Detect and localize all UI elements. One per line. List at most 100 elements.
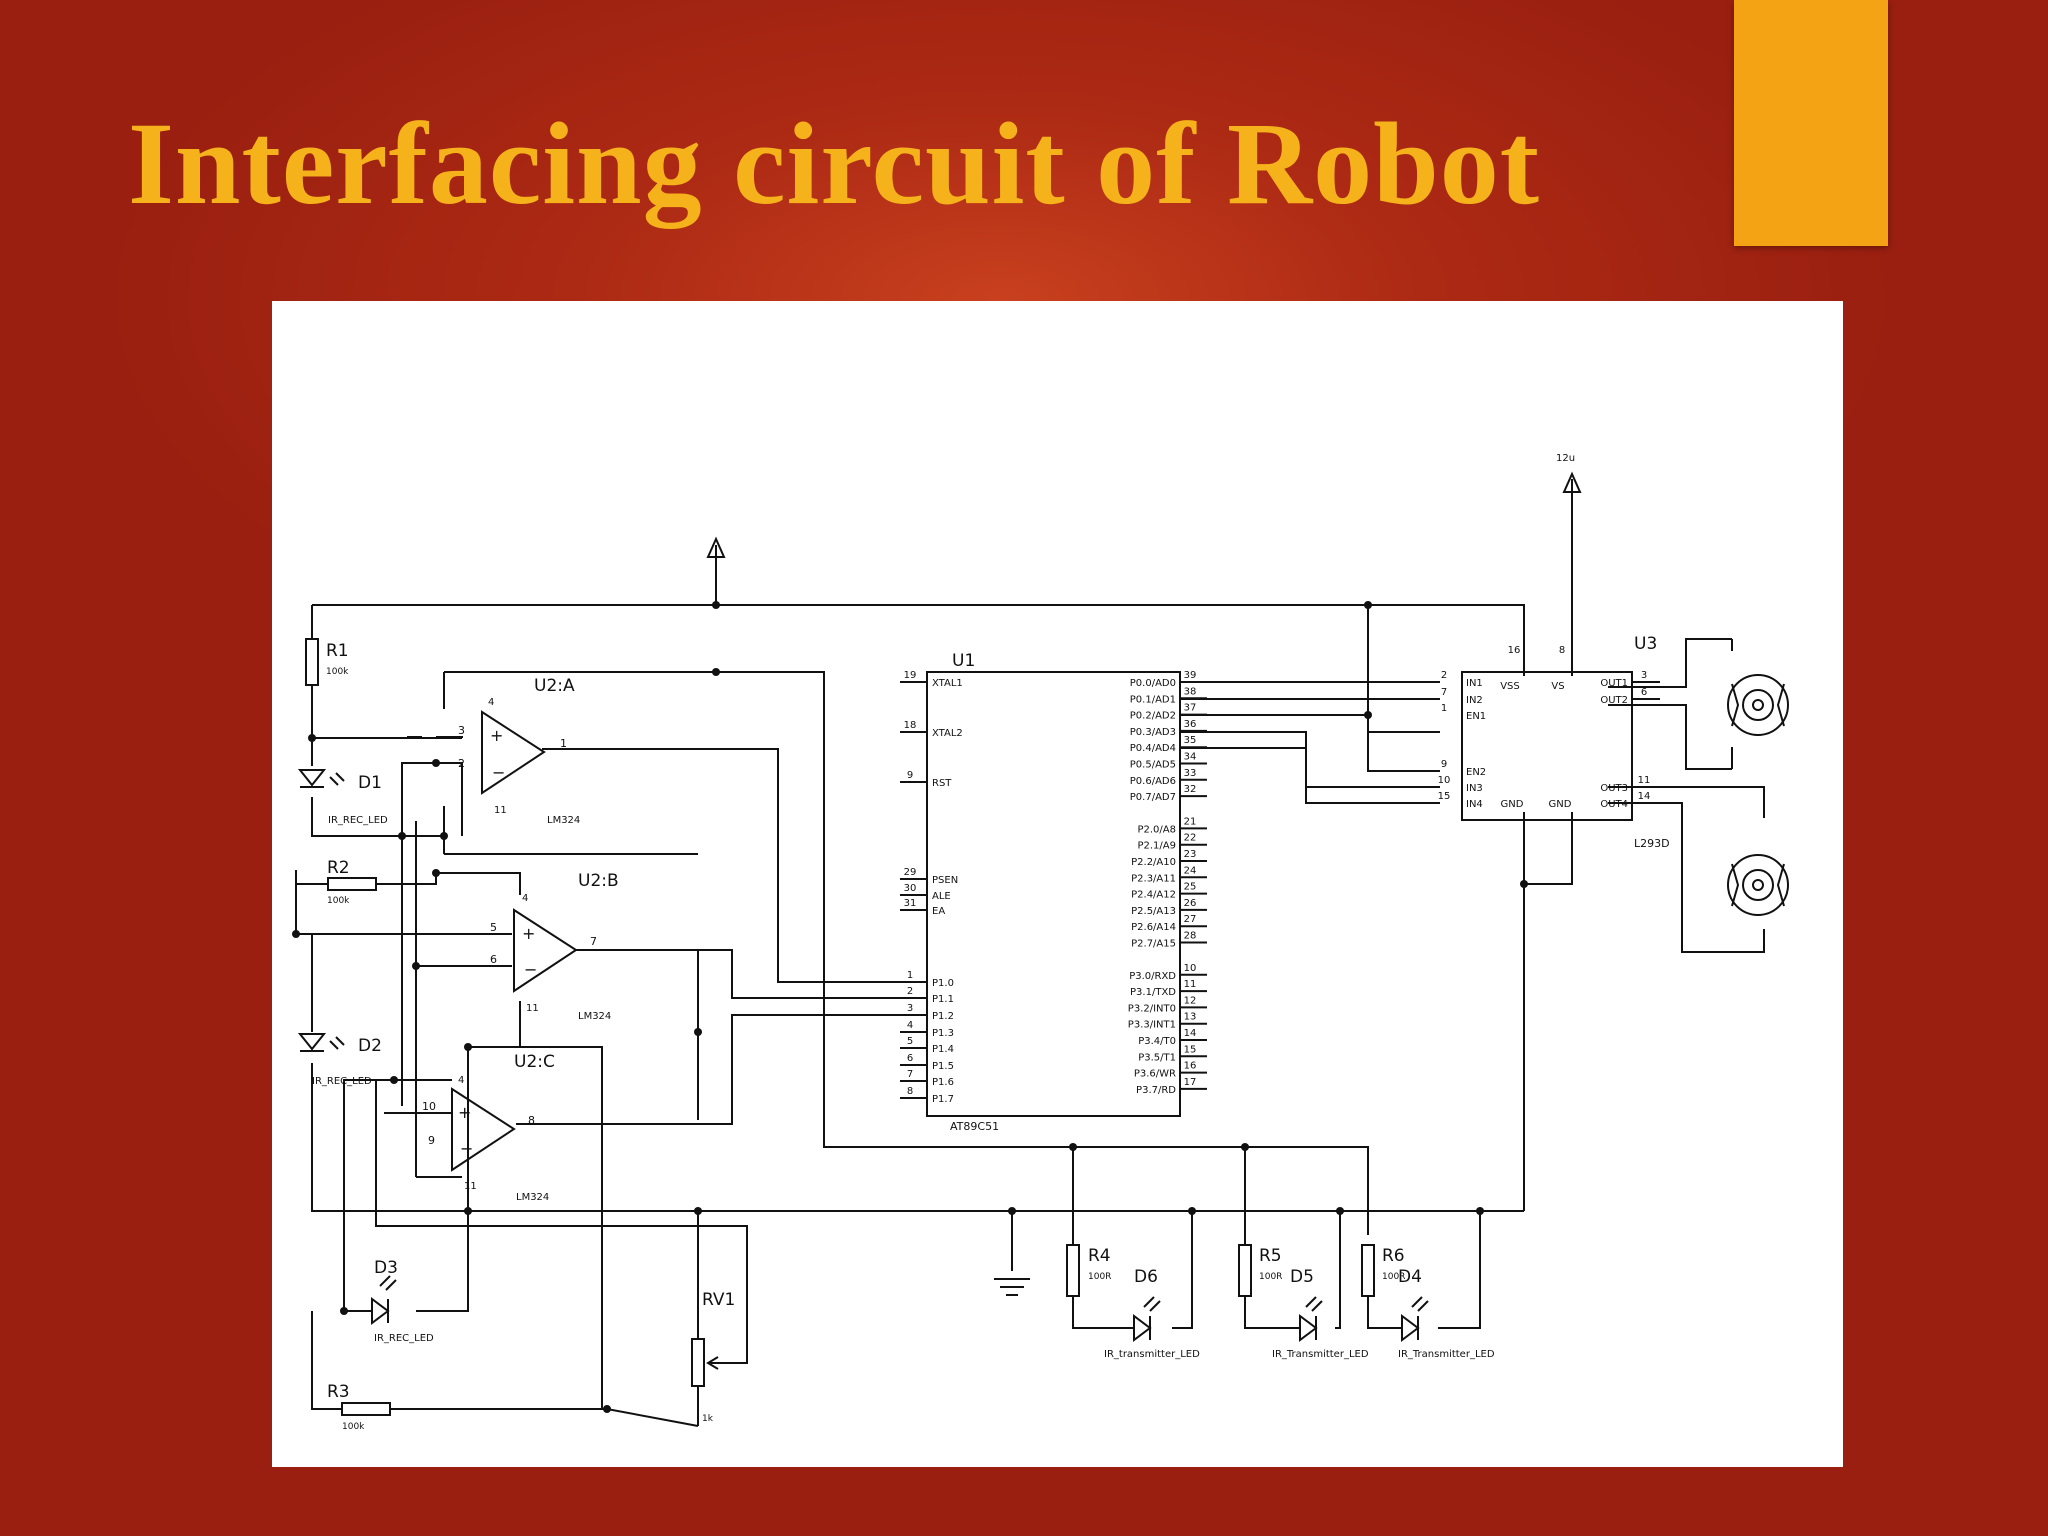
svg-text:D4: D4 [1398,1267,1422,1287]
svg-text:IR_REC_LED: IR_REC_LED [328,815,388,826]
resistor-r3: R3 100k [327,1382,391,1432]
u1-pin-number: 24 [1184,865,1197,876]
u1-pin-name: P1.7 [932,1094,954,1105]
svg-text:9: 9 [428,1134,435,1147]
supply-label: 12u [1556,453,1575,464]
u1-pin-name: P2.4/A12 [1131,890,1176,901]
u3-pin-number: 1 [1441,703,1447,714]
u1-pin-name: P3.7/RD [1136,1085,1176,1096]
u3-gnd-label: GND [1549,799,1572,810]
u3-pin-number: 2 [1441,670,1447,681]
u3-pin-name: OUT4 [1600,799,1628,810]
u1-pin-name: P2.2/A10 [1131,857,1176,868]
u1-pin-name: P0.2/AD2 [1130,711,1176,722]
u1-pin-number: 26 [1184,898,1197,909]
u1-pin-name: EA [932,906,945,917]
u3-pin-name: OUT3 [1600,783,1628,794]
svg-text:R1: R1 [326,641,349,661]
u1-pin-number: 21 [1184,816,1197,827]
accent-block [1734,0,1888,246]
u1-pin-name: P0.6/AD6 [1130,776,1176,787]
u3-pin-name: IN1 [1466,678,1483,689]
u3-pin-number: 3 [1641,670,1647,681]
opamp-u2b: U2:B LM324 5 6 7 4 11 +− [490,871,619,1022]
u1-pin-number: 14 [1184,1028,1197,1039]
u1-pin-name: P2.7/A15 [1131,939,1176,950]
u1-pin-number: 27 [1184,914,1197,925]
resistor-r6: R6 100R [1361,1244,1405,1297]
svg-text:R2: R2 [327,858,350,878]
u1-pin-name: P0.3/AD3 [1130,727,1176,738]
u1-pin-number: 23 [1184,849,1197,860]
motor-2 [1727,854,1789,916]
svg-text:−: − [460,1139,473,1158]
u1-pin-name: P3.2/INT0 [1128,1003,1176,1014]
u1-pin-name: XTAL2 [932,728,963,739]
u1-pin-name: P3.6/WR [1134,1069,1176,1080]
u1-pin-number: 5 [907,1036,913,1047]
svg-text:1k: 1k [702,1414,714,1424]
svg-text:+: + [490,726,503,745]
svg-text:8: 8 [528,1114,535,1127]
u1-pin-name: P3.3/INT1 [1128,1020,1176,1031]
u1-pin-name: RST [932,778,952,789]
svg-text:−: − [492,763,505,782]
u1-pin-name: P2.1/A9 [1137,841,1176,852]
svg-text:U2:A: U2:A [534,676,575,696]
svg-text:−: − [524,960,537,979]
svg-text:R5: R5 [1259,1246,1282,1266]
u3-pin-name: VS [1551,681,1564,692]
svg-text:6: 6 [490,953,497,966]
u3-pin-number: 11 [1638,775,1651,786]
u1-pin-number: 30 [904,883,917,894]
u1-pin-number: 17 [1184,1077,1197,1088]
u1-pin-number: 36 [1184,719,1197,730]
u1-pin-number: 22 [1184,833,1197,844]
svg-text:IR_transmitter_LED: IR_transmitter_LED [1104,1349,1200,1360]
u1-pin-number: 15 [1184,1044,1197,1055]
u3-pin-name: VSS [1500,681,1520,692]
u1-pin-number: 34 [1184,752,1197,763]
diode-d5: D5 IR_Transmitter_LED [1272,1267,1369,1360]
svg-text:100k: 100k [342,1422,365,1432]
svg-text:+: + [522,924,535,943]
power-symbols: 12u [706,453,1582,1296]
u1-pin-name: P1.5 [932,1061,954,1072]
resistor-r4: R4 100R [1066,1244,1111,1297]
u1-pin-name: P2.0/A8 [1137,824,1176,835]
u1-pin-number: 2 [907,986,913,997]
svg-text:4: 4 [458,1075,464,1086]
u3-pin-number: 7 [1441,687,1447,698]
svg-text:100R: 100R [1088,1272,1111,1282]
u1-pin-number: 38 [1184,686,1197,697]
svg-text:10: 10 [422,1100,436,1113]
svg-text:5: 5 [490,921,497,934]
u3-pin-name: EN1 [1466,711,1486,722]
svg-text:+: + [458,1103,471,1122]
u3-pin-number: 10 [1438,775,1451,786]
wires [295,479,1765,1427]
svg-text:R6: R6 [1382,1246,1405,1266]
u3-pin-name: OUT2 [1600,695,1628,706]
potentiometer-rv1: RV1 1k [691,1290,747,1424]
svg-text:D3: D3 [374,1258,398,1278]
u1-pin-name: XTAL1 [932,678,963,689]
u1-microcontroller: U1 AT89C51 19XTAL118XTAL29RST29PSEN30ALE… [900,651,1207,1133]
u3-pin-name: EN2 [1466,767,1486,778]
svg-text:100k: 100k [326,667,349,677]
u1-pin-number: 13 [1184,1012,1197,1023]
u3-pin-name: IN2 [1466,695,1483,706]
svg-text:100k: 100k [327,896,350,906]
svg-text:2: 2 [458,757,465,770]
junctions [292,601,1528,1413]
svg-text:IR_Transmitter_LED: IR_Transmitter_LED [1398,1349,1495,1360]
svg-text:LM324: LM324 [547,815,580,826]
u1-pin-number: 37 [1184,703,1197,714]
svg-text:11: 11 [494,805,507,816]
opamp-u2a: U2:A LM324 3 2 1 4 11 +− [458,676,580,826]
u1-pin-number: 18 [904,720,917,731]
svg-text:100R: 100R [1382,1272,1405,1282]
u1-pin-name: P1.6 [932,1077,954,1088]
svg-text:7: 7 [590,935,597,948]
svg-text:11: 11 [464,1181,477,1192]
